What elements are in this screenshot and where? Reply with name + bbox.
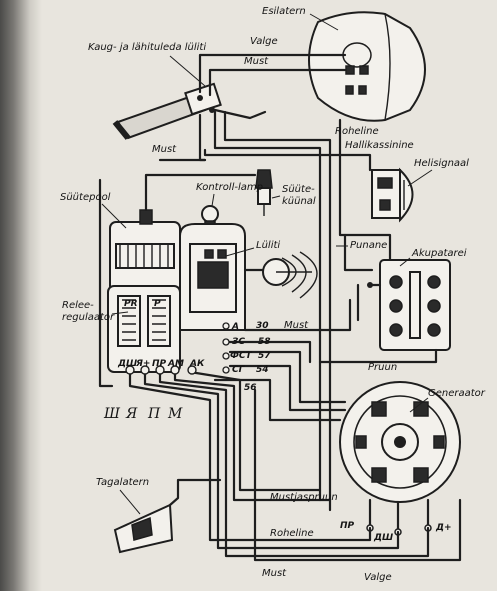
horn-label: Helisignaal [414, 158, 469, 169]
scan-shadow-edge [0, 0, 30, 591]
regulator-inner-p: P [154, 299, 161, 309]
regulator-inner-pr: PR [124, 299, 138, 309]
switch-terminal-30: 30 [256, 321, 269, 331]
regulator-terminal-ak: АК [189, 359, 205, 369]
regulator-terminal-dsh: ДШ [117, 359, 137, 369]
switch-terminal-58: 58 [258, 337, 271, 347]
wire-label-roheline-bottom: Roheline [270, 528, 314, 539]
regulator-letter-m: М [167, 406, 183, 422]
relay-regulator-label-line2: regulaator [62, 312, 115, 323]
relay-regulator-label-line1: Relee- [62, 300, 94, 311]
switch-label: Lüliti [256, 240, 280, 251]
switch-terminal-a: A [231, 322, 239, 332]
battery [318, 259, 451, 364]
regulator-letter-sh: Ш [103, 406, 121, 422]
relay-regulator [107, 285, 181, 373]
regulator-terminal-pr: ПР [152, 359, 167, 369]
generator [339, 381, 461, 536]
horn [371, 167, 414, 223]
headlamp [308, 11, 426, 122]
wire-label-must-top: Must [244, 56, 269, 67]
switch-terminal-56: 56 [244, 383, 257, 393]
high-low-switch-label: Kaug- ja lähituleda lüliti [88, 42, 206, 53]
spark-plug [255, 169, 273, 216]
headlamp-label: Esilatern [262, 6, 306, 17]
generator-terminal-d-plus: Д+ [435, 523, 452, 533]
switch-terminal-54: 54 [256, 365, 269, 375]
regulator-letter-ya: Я [125, 406, 138, 422]
switch-box [179, 223, 318, 331]
wire-label-roheline-top: Roheline [335, 126, 379, 137]
generator-terminal-dsh: ДШ [373, 533, 393, 543]
wire-label-valge-bottom: Valge [364, 572, 392, 583]
spark-plug-label-line1: Süüte- [282, 184, 315, 195]
headlamp-wires [198, 53, 392, 512]
main-harness [98, 158, 462, 562]
ignition-coil-label: Süütepool [60, 192, 111, 203]
switch-terminal-57: 57 [258, 351, 271, 361]
handlebar-switch [112, 82, 267, 140]
switch-terminal-zs: ЗС [232, 337, 245, 347]
spark-plug-label-line2: küünal [282, 196, 316, 207]
generator-label: Generaator [428, 388, 486, 399]
wire-label-must-left: Must [152, 144, 177, 155]
control-lamp-label: Kontroll-lamp [196, 182, 263, 193]
tail-lamp [113, 478, 222, 554]
wire-label-mustjaspruun: Mustjaspruun [270, 492, 338, 503]
switch-terminal-fst: ФСТ [230, 351, 253, 361]
regulator-terminals: PR P ДШ Я+ ПР АМ АК Ш Я П М [103, 299, 205, 422]
scan-shadow-fade [30, 0, 42, 591]
battery-label: Akupatarei [411, 248, 467, 259]
wire-label-punane: Punane [350, 240, 387, 251]
wire-label-must-bottom: Must [262, 568, 287, 579]
wire-label-valge-top: Valge [250, 36, 278, 47]
switch-terminals: A 30 ЗС 58 ФСТ 57 СГ 54 56 [222, 321, 271, 393]
tail-lamp-label: Tagalatern [96, 477, 149, 488]
wire-label-pruun: Pruun [368, 362, 397, 373]
horn-button-label: Hallikassinine [345, 140, 414, 151]
regulator-letter-p: П [147, 406, 161, 422]
ignition-coil [109, 173, 257, 293]
generator-terminal-pr: ПР [340, 521, 355, 531]
wire-label-must-30: Must [284, 320, 309, 331]
regulator-terminal-ya: Я+ [135, 359, 150, 369]
regulator-terminal-am: АМ [167, 359, 184, 369]
switch-terminal-sg: СГ [232, 365, 246, 375]
